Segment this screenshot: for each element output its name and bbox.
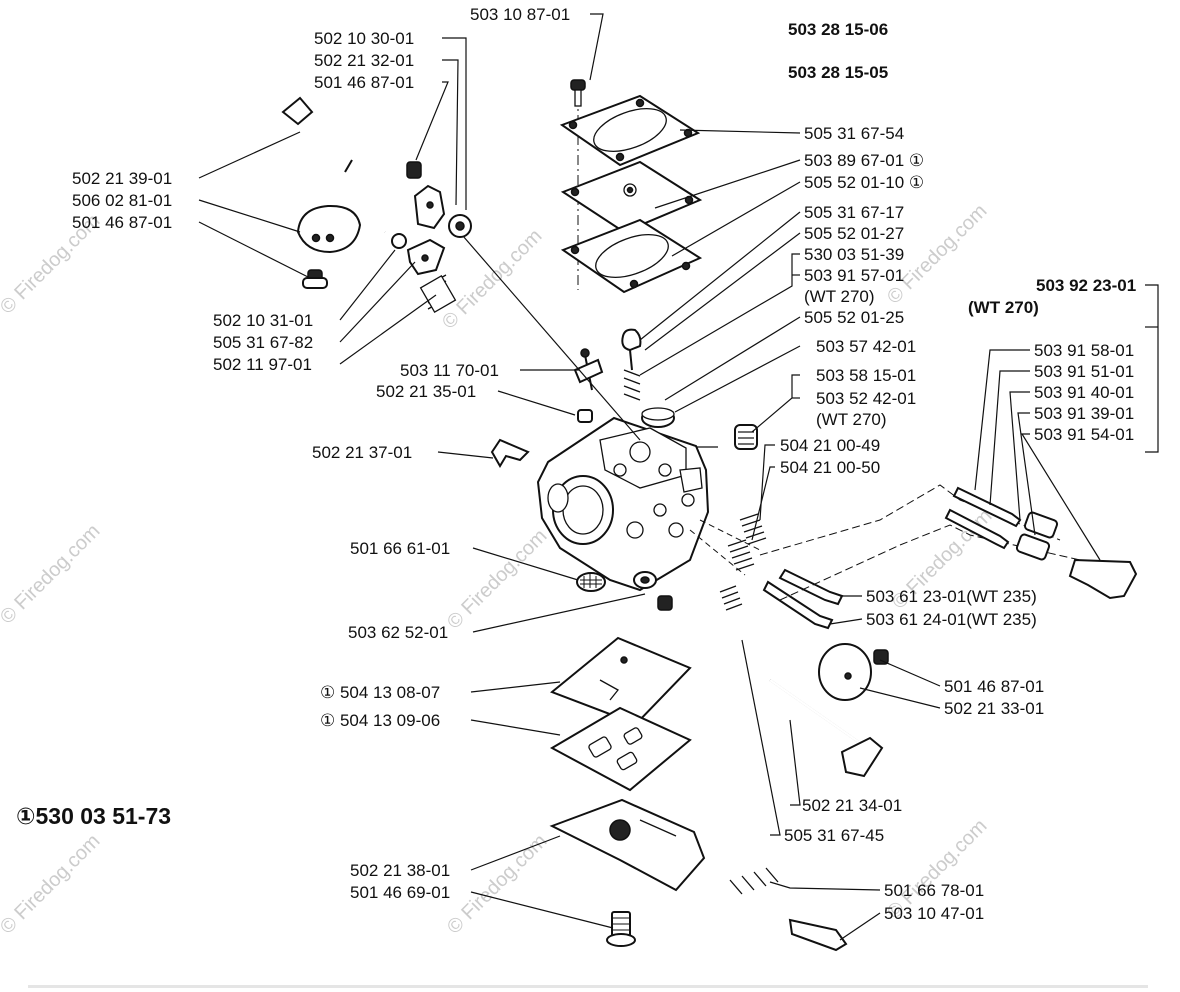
throttle-lever-assembly — [391, 161, 472, 314]
part-label: 505 52 01-10 ① — [804, 173, 924, 192]
wt270-kit-parts — [759, 484, 1138, 601]
part-label: 503 91 40-01 — [1034, 383, 1134, 402]
part-label: 503 61 24-01(WT 235) — [866, 610, 1037, 629]
footnote-symbol: ① — [16, 803, 35, 829]
part-label: 502 10 31-01 — [213, 311, 313, 330]
metering-gasket — [549, 706, 692, 792]
pump-gasket — [560, 218, 703, 294]
part-drawings — [281, 79, 1138, 952]
part-label: 501 66 61-01 — [350, 539, 450, 558]
cover-screw — [606, 911, 636, 947]
l-key — [490, 438, 530, 468]
part-label: 504 21 00-49 — [780, 436, 880, 455]
part-label: 505 31 67-17 — [804, 203, 904, 222]
filter-screen — [576, 572, 606, 592]
part-label: 502 21 33-01 — [944, 699, 1044, 718]
metering-cover — [549, 798, 706, 892]
part-label: ① 504 13 08-07 — [320, 683, 440, 702]
throttle-shaft — [281, 96, 387, 233]
throttle-valve-screw — [302, 269, 328, 289]
part-label: 503 10 47-01 — [884, 904, 984, 923]
part-label: 501 66 78-01 — [884, 881, 984, 900]
watermark: © Firedog.com — [438, 225, 547, 334]
kit-number-label: 503 28 15-05 — [788, 63, 888, 82]
top-screw — [570, 79, 586, 107]
part-label: 502 21 35-01 — [376, 382, 476, 401]
part-label: 503 11 70-01 — [400, 361, 499, 380]
metering-diaphragm — [550, 636, 692, 726]
washer-screw — [633, 571, 673, 611]
pump-diaphragm — [560, 160, 703, 234]
leader-lines — [198, 13, 1159, 941]
part-label: 503 52 42-01 — [816, 389, 916, 408]
part-label: 501 46 69-01 — [350, 883, 450, 902]
part-label: 503 61 23-01(WT 235) — [866, 587, 1037, 606]
part-label: 502 21 39-01 — [72, 169, 172, 188]
idle-screw — [729, 867, 848, 952]
footnote-kit-label: ①530 03 51-73 — [16, 803, 171, 829]
part-label: 503 10 87-01 — [470, 5, 570, 24]
part-label: (WT 270) — [804, 287, 875, 306]
part-label: 505 52 01-27 — [804, 224, 904, 243]
part-label: 504 21 00-50 — [780, 458, 880, 477]
throttle-valve — [296, 204, 362, 254]
part-label: 503 57 42-01 — [816, 337, 916, 356]
part-label: 502 10 30-01 — [314, 29, 414, 48]
kit-number-label: 503 28 15-06 — [788, 20, 888, 39]
plug — [734, 424, 758, 450]
part-label: 502 21 38-01 — [350, 861, 450, 880]
part-label: 503 91 57-01 — [804, 266, 904, 285]
part-label: 505 31 67-54 — [804, 124, 904, 143]
part-label: 502 21 37-01 — [312, 443, 412, 462]
part-label: 503 91 58-01 — [1034, 341, 1134, 360]
part-label: 505 52 01-25 — [804, 308, 904, 327]
part-label: 502 11 97-01 — [213, 355, 312, 374]
part-label: 501 46 87-01 — [314, 73, 414, 92]
part-label: ① 504 13 09-06 — [320, 711, 440, 730]
part-label: (WT 270) — [816, 410, 887, 429]
part-label: 503 62 52-01 — [348, 623, 448, 642]
watermark: © Firedog.com — [0, 830, 104, 939]
watermark: © Firedog.com — [0, 520, 104, 629]
part-label: 505 31 67-45 — [784, 826, 884, 845]
part-label: 530 03 51-39 — [804, 245, 904, 264]
welch-plug — [641, 407, 675, 428]
kit-label: (WT 270) — [968, 298, 1039, 317]
part-number-labels: 503 28 15-06 503 28 15-05 503 10 87-01 5… — [16, 5, 1136, 923]
part-label: 501 46 87-01 — [944, 677, 1044, 696]
cover-gasket — [559, 94, 701, 167]
watermark: © Firedog.com — [443, 525, 552, 634]
carburetor-body — [536, 416, 710, 592]
part-label: 502 21 34-01 — [802, 796, 902, 815]
part-label: 503 91 39-01 — [1034, 404, 1134, 423]
part-label: 503 91 51-01 — [1034, 362, 1134, 381]
part-label: 503 89 67-01 ① — [804, 151, 924, 170]
mixture-screws — [689, 513, 844, 630]
part-label: 506 02 81-01 — [72, 191, 172, 210]
choke-shaft — [719, 585, 889, 778]
part-label: 505 31 67-82 — [213, 333, 313, 352]
bottom-divider — [28, 985, 1148, 988]
part-label: 501 46 87-01 — [72, 213, 172, 232]
footnote-kit-number: 530 03 51-73 — [35, 803, 171, 829]
kit-label: 503 92 23-01 — [1036, 276, 1136, 295]
part-label: 503 91 54-01 — [1034, 425, 1134, 444]
part-label: 503 58 15-01 — [816, 366, 916, 385]
watermark: © Firedog.com — [443, 830, 552, 939]
part-label: 502 21 32-01 — [314, 51, 414, 70]
